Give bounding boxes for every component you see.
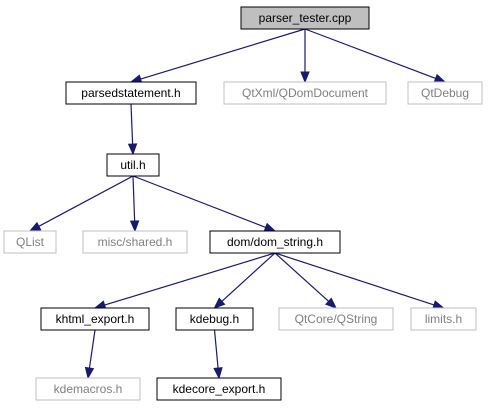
edge-line: [104, 252, 276, 306]
node-box: [40, 307, 150, 331]
node-parser-tester-cpp[interactable]: parser_tester.cpp: [240, 6, 370, 30]
node-label: kdemacros.h: [54, 382, 123, 396]
node-box: [410, 307, 477, 331]
node-parsedstatement-h[interactable]: parsedstatement.h: [65, 81, 197, 105]
edge-line: [140, 28, 306, 80]
node-label: QtCore/QString: [295, 312, 378, 326]
node-label: limits.h: [425, 312, 462, 326]
node-kdecore-export-h[interactable]: kdecore_export.h: [156, 377, 282, 401]
node-qlist: QList: [3, 230, 57, 254]
node-label: QtDebug: [421, 86, 469, 100]
arrowhead-icon: [300, 71, 310, 84]
node-box: [82, 230, 188, 254]
node-box: [209, 230, 341, 254]
arrowhead-icon: [263, 222, 277, 232]
edge-util-h-to-qlist: [28, 175, 134, 232]
node-khtml-export-h[interactable]: khtml_export.h: [40, 307, 150, 331]
node-label: khtml_export.h: [56, 312, 135, 326]
edge-parser-tester-cpp-to-qtxml-qdomdocument: [300, 29, 310, 84]
node-label: kdebug.h: [190, 312, 239, 326]
node-box: [156, 377, 282, 401]
edge-kdebug-h-to-kdecore-export-h: [213, 329, 223, 380]
node-misc-shared-h: misc/shared.h: [82, 230, 188, 254]
edge-parser-tester-cpp-to-parsedstatement-h: [129, 28, 306, 84]
node-label: QtXml/QDomDocument: [242, 86, 369, 100]
edge-parsedstatement-h-to-util-h: [127, 103, 138, 156]
node-label: kdecore_export.h: [173, 382, 266, 396]
node-label: util.h: [120, 158, 145, 172]
edge-line: [274, 252, 435, 306]
edge-line: [274, 252, 329, 302]
node-kdemacros-h: kdemacros.h: [35, 377, 141, 401]
node-box: [175, 307, 254, 331]
arrowhead-icon: [213, 367, 223, 380]
edge-dom-dom-string-h-to-khtml-export-h: [93, 252, 276, 310]
node-label: parser_tester.cpp: [259, 11, 352, 25]
node-dom-dom-string-h[interactable]: dom/dom_string.h: [209, 230, 341, 254]
node-label: QList: [16, 235, 45, 249]
node-box: [240, 6, 370, 30]
arrowhead-icon: [129, 220, 140, 233]
edge-line: [130, 103, 134, 145]
edge-dom-dom-string-h-to-kdebug-h: [213, 252, 276, 309]
edge-line: [221, 252, 276, 302]
node-box: [223, 81, 387, 105]
node-label: parsedstatement.h: [81, 86, 180, 100]
node-box: [35, 377, 141, 401]
node-label: misc/shared.h: [98, 235, 173, 249]
edge-line: [304, 28, 436, 80]
arrowhead-icon: [433, 73, 447, 83]
edge-util-h-to-dom-dom-string-h: [132, 175, 277, 232]
arrowhead-icon: [84, 366, 95, 380]
edge-line: [38, 175, 134, 227]
node-qtxml-qdomdocument: QtXml/QDomDocument: [223, 81, 387, 105]
edges-layer: [28, 28, 447, 380]
node-qtcore-qstring: QtCore/QString: [278, 307, 394, 331]
node-kdebug-h[interactable]: kdebug.h: [175, 307, 254, 331]
node-qtdebug: QtDebug: [407, 81, 483, 105]
arrowhead-icon: [28, 221, 42, 232]
edge-dom-dom-string-h-to-qtcore-qstring: [274, 252, 337, 309]
nodes-layer: parser_tester.cpp parsedstatement.h QtXml/…: [3, 6, 483, 401]
edge-line: [132, 175, 266, 228]
node-box: [106, 153, 160, 177]
edge-khtml-export-h-to-kdemacros-h: [84, 329, 96, 380]
edge-line: [132, 175, 136, 222]
arrowhead-icon: [213, 297, 226, 309]
edge-util-h-to-misc-shared-h: [129, 175, 140, 233]
edge-line: [88, 329, 96, 369]
node-limits-h: limits.h: [410, 307, 477, 331]
node-box: [407, 81, 483, 105]
edge-line: [213, 329, 219, 369]
node-util-h[interactable]: util.h: [106, 153, 160, 177]
node-box: [65, 81, 197, 105]
node-label: dom/dom_string.h: [227, 235, 323, 249]
arrowhead-icon: [127, 143, 138, 156]
edge-dom-dom-string-h-to-limits-h: [274, 252, 445, 310]
node-box: [3, 230, 57, 254]
node-box: [278, 307, 394, 331]
edge-parser-tester-cpp-to-qtdebug: [304, 28, 447, 83]
arrowhead-icon: [325, 297, 337, 309]
